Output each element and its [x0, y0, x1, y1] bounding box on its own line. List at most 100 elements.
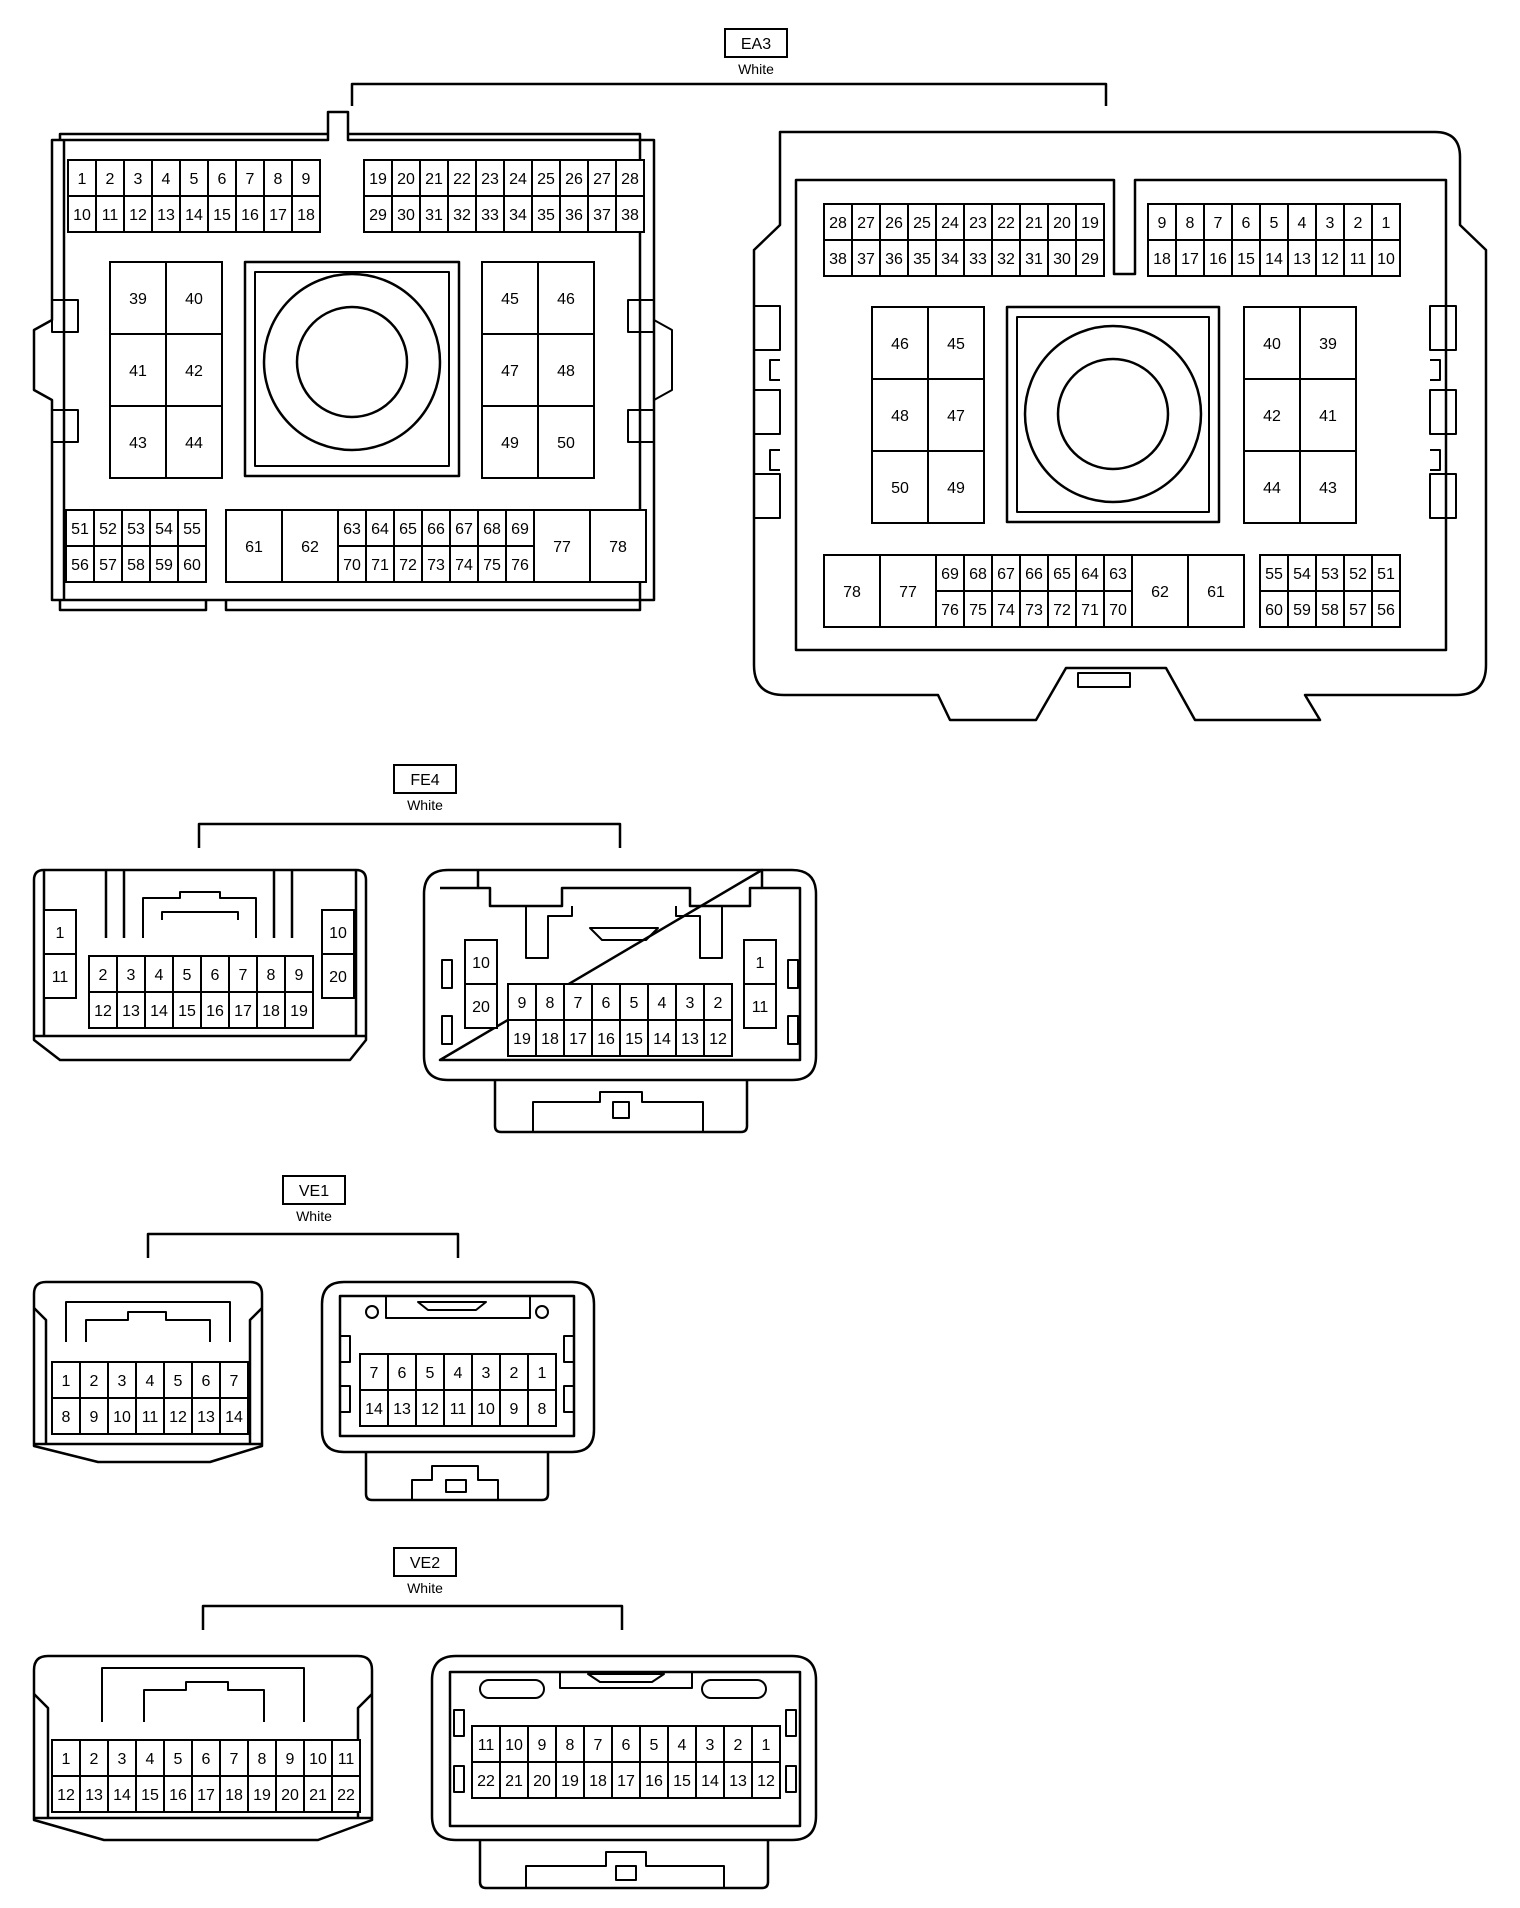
pin-fe4-left-9: 9: [295, 967, 304, 984]
pin-cell: [611, 1761, 641, 1799]
pin-cell: [447, 159, 477, 197]
pin-ea3-right-40: 40: [1263, 336, 1281, 353]
pin-cell: [1075, 203, 1105, 241]
pin-cell: [284, 991, 314, 1029]
pin-ve2-left-21: 21: [309, 1787, 327, 1804]
pin-ea3-left-52: 52: [99, 521, 117, 538]
pin-ea3-left-1: 1: [78, 171, 87, 188]
pin-ea3-left-55: 55: [183, 521, 201, 538]
pin-ea3-left-66: 66: [427, 521, 445, 538]
pin-cell: [165, 333, 223, 407]
pin-cell: [144, 991, 174, 1029]
pin-cell: [871, 450, 929, 524]
housing-pin-hole: [535, 1305, 549, 1319]
pin-ea3-right-45: 45: [947, 336, 965, 353]
pin-ea3-right-11: 11: [1350, 251, 1367, 268]
pin-fe4-right-12: 12: [709, 1031, 727, 1048]
housing-latch: [627, 299, 655, 333]
pin-ea3-right-12: 12: [1321, 251, 1339, 268]
pin-ea3-right-30: 30: [1053, 251, 1071, 268]
pin-ea3-left-40: 40: [185, 291, 203, 308]
pin-cell: [419, 159, 449, 197]
pin-cell: [163, 1361, 193, 1399]
pin-cell: [65, 509, 95, 547]
pin-ea3-left-15: 15: [213, 207, 231, 224]
housing-key: [589, 927, 659, 941]
pin-ve1-left-10: 10: [113, 1409, 131, 1426]
pin-fe4-right-7: 7: [574, 995, 583, 1012]
pin-cell: [109, 333, 167, 407]
pin-cell: [1299, 378, 1357, 452]
pin-ea3-right-61: 61: [1207, 584, 1225, 601]
pin-cell: [1343, 239, 1373, 277]
pin-ve2-right-7: 7: [594, 1737, 603, 1754]
pin-ea3-right-25: 25: [913, 215, 931, 232]
housing-notch: [769, 359, 780, 471]
pin-ve2-right-15: 15: [673, 1773, 691, 1790]
pin-cell: [591, 1019, 621, 1057]
pin-ea3-right-14: 14: [1265, 251, 1283, 268]
pin-ea3-left-65: 65: [399, 521, 417, 538]
pin-ea3-left-76: 76: [511, 557, 529, 574]
pin-ea3-right-36: 36: [885, 251, 903, 268]
pin-ea3-right-7: 7: [1214, 215, 1223, 232]
pin-ea3-left-16: 16: [241, 207, 259, 224]
pin-ea3-right-24: 24: [941, 215, 959, 232]
pin-ea3-left-8: 8: [274, 171, 283, 188]
pin-fe4-left-6: 6: [211, 967, 220, 984]
connector-ve2-right-housing: [430, 1654, 818, 1842]
pin-ea3-right-2: 2: [1354, 215, 1363, 232]
housing-lock: [85, 1311, 211, 1342]
housing-pin-hole: [701, 1679, 767, 1699]
pin-ve2-left-3: 3: [118, 1751, 127, 1768]
connector-ea3-color: White: [738, 61, 774, 77]
pin-ea3-left-38: 38: [621, 207, 639, 224]
pin-ve2-right-5: 5: [650, 1737, 659, 1754]
pin-cell: [225, 509, 283, 583]
pin-fe4-left-17: 17: [234, 1003, 252, 1020]
pin-ea3-left-73: 73: [427, 557, 445, 574]
pin-ve1-left-8: 8: [62, 1409, 71, 1426]
pin-ea3-left-48: 48: [557, 363, 575, 380]
connector-ve1-bracket: [146, 1232, 460, 1258]
pin-ea3-left-4: 4: [162, 171, 171, 188]
housing-rim: [559, 1672, 693, 1689]
pin-ea3-left-59: 59: [155, 557, 173, 574]
pin-ve2-left-2: 2: [90, 1751, 99, 1768]
pin-ve1-left-13: 13: [197, 1409, 215, 1426]
pin-cell: [51, 1397, 81, 1435]
pin-cell: [256, 991, 286, 1029]
pin-cell: [1371, 239, 1401, 277]
connector-fe4-color: White: [407, 797, 443, 813]
pin-cell: [695, 1761, 725, 1799]
housing-post: [525, 906, 723, 959]
pin-cell: [109, 405, 167, 479]
pin-ea3-right-18: 18: [1153, 251, 1171, 268]
pin-ea3-right-67: 67: [997, 566, 1015, 583]
pin-ea3-left-5: 5: [190, 171, 199, 188]
pin-cell: [991, 590, 1021, 628]
pin-cell: [537, 261, 595, 335]
pin-fe4-right-17: 17: [569, 1031, 587, 1048]
pin-fe4-right-6: 6: [602, 995, 611, 1012]
pin-cell: [503, 195, 533, 233]
pin-cell: [165, 261, 223, 335]
pin-ve2-left-22: 22: [337, 1787, 355, 1804]
pin-ea3-left-46: 46: [557, 291, 575, 308]
pin-cell: [481, 333, 539, 407]
pin-ea3-right-58: 58: [1321, 602, 1339, 619]
pin-cell: [927, 450, 985, 524]
pin-ea3-left-72: 72: [399, 557, 417, 574]
pin-ea3-left-20: 20: [397, 171, 415, 188]
connector-ea3-left-housing: [32, 110, 656, 602]
pin-ea3-right-19: 19: [1081, 215, 1099, 232]
housing-notch: [1430, 359, 1441, 471]
pin-ve2-right-10: 10: [505, 1737, 523, 1754]
